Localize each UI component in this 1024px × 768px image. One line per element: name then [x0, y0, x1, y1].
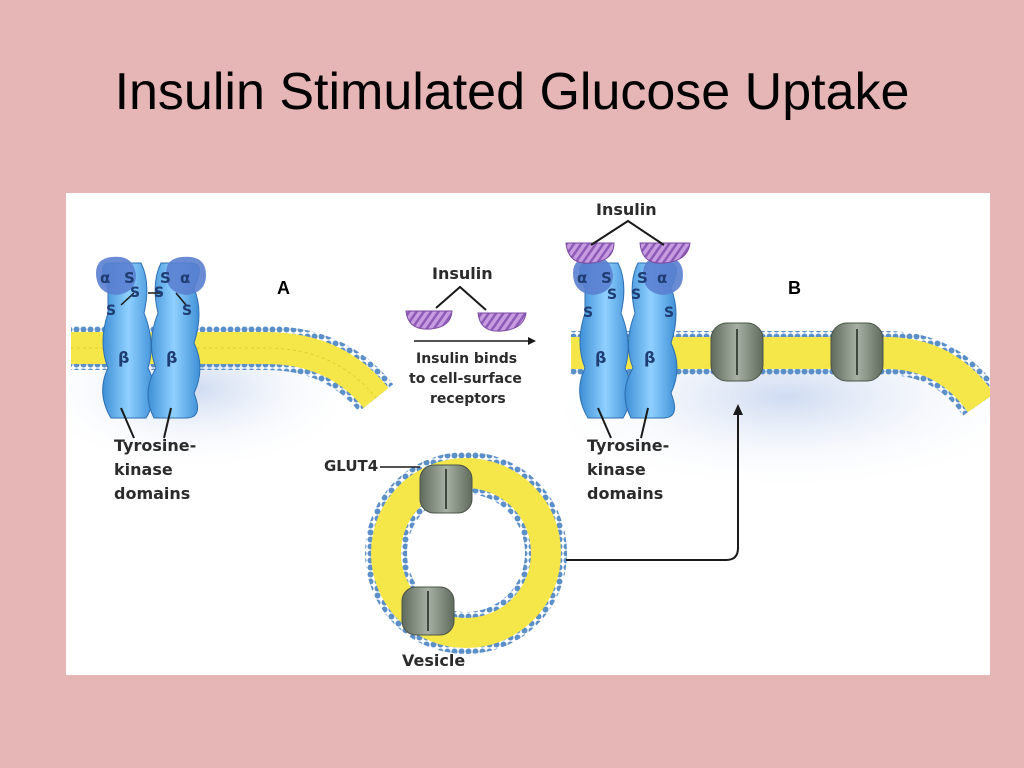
caption-line3: receptors [430, 391, 506, 407]
membrane-a [71, 326, 394, 413]
sulfur-label-b3: S [607, 287, 617, 303]
sulfur-label-b2: S [637, 269, 648, 287]
membrane-b [571, 331, 990, 417]
arrow-head-center [528, 337, 536, 345]
sulfur-label-a6: S [182, 303, 192, 319]
insulin-molecule-right [477, 312, 527, 332]
insulin-bound-left [565, 242, 615, 264]
beta-label-b2: β [644, 348, 655, 367]
panel-label-a: A [277, 278, 290, 298]
tk-label-a-line2: kinase [114, 460, 173, 479]
glut4-vesicle-top [419, 464, 473, 514]
alpha-label-a2: α [180, 269, 190, 287]
translocation-arrow-head [733, 404, 743, 415]
insulin-bound-right [639, 242, 691, 264]
vesicle-label: Vesicle [402, 651, 465, 670]
alpha-label-b2: α [657, 269, 667, 287]
caption-line2: to cell-surface [409, 371, 522, 387]
sulfur-label-a5: S [106, 303, 116, 319]
beta-label-a1: β [118, 348, 129, 367]
sulfur-label-a3: S [130, 285, 140, 301]
tk-label-a-line1: Tyrosine- [114, 436, 196, 455]
sulfur-label-a1: S [124, 269, 135, 287]
insulin-molecule-left [405, 310, 453, 330]
glut4-label: GLUT4 [324, 457, 378, 475]
glut4-membrane-1 [710, 322, 764, 382]
sulfur-label-b6: S [664, 305, 674, 321]
insulin-label-b: Insulin [596, 200, 657, 219]
beta-label-b1: β [595, 348, 606, 367]
glut4-vesicle-bottom [401, 586, 455, 636]
sulfur-label-b4: S [631, 287, 641, 303]
insulin-receptor-b [573, 256, 683, 439]
sulfur-label-a4: S [154, 285, 164, 301]
tk-label-b-line1: Tyrosine- [587, 436, 669, 455]
glut4-membrane-2 [830, 322, 884, 382]
alpha-label-a1: α [100, 269, 110, 287]
insulin-receptor-a [96, 256, 206, 439]
caption-line1: Insulin binds [416, 351, 517, 367]
sulfur-label-b1: S [601, 269, 612, 287]
translocation-arrow [566, 411, 739, 561]
insulin-pointer-b [590, 219, 665, 246]
alpha-label-b1: α [577, 269, 587, 287]
tk-label-a-line3: domains [114, 484, 190, 503]
panel-label-b: B [788, 278, 801, 298]
sulfur-label-b5: S [583, 305, 593, 321]
insulin-diagram: α S S α S S S S β β Tyrosine- kinase dom… [66, 193, 990, 675]
insulin-label-center: Insulin [432, 264, 493, 283]
insulin-pointer-center [435, 285, 487, 311]
sulfur-label-a2: S [160, 269, 171, 287]
slide-title: Insulin Stimulated Glucose Uptake [114, 63, 910, 121]
tk-label-b-line3: domains [587, 484, 663, 503]
tk-label-b-line2: kinase [587, 460, 646, 479]
beta-label-a2: β [166, 348, 177, 367]
